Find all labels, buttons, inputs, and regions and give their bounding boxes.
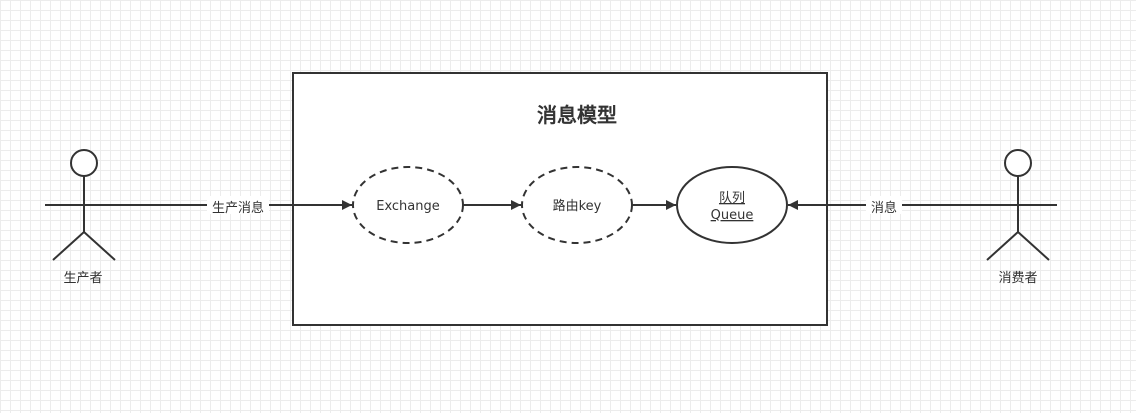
diagram-title: 消息模型 xyxy=(537,103,617,127)
edge-producer-label-bg xyxy=(207,196,269,214)
producer-actor[interactable] xyxy=(45,149,123,261)
producer-actor-right-leg xyxy=(83,231,116,261)
consumer-actor-right-leg xyxy=(1017,231,1050,261)
routing-key-label: 路由key xyxy=(553,198,602,214)
consumer-actor[interactable] xyxy=(979,149,1057,261)
producer-actor-head xyxy=(70,149,98,177)
consumer-actor-left-leg xyxy=(986,231,1019,261)
edge-producer-label: 生产消息 xyxy=(212,200,264,216)
exchange-label: Exchange xyxy=(376,199,440,214)
edge-consumer-label-bg xyxy=(866,196,902,214)
consumer-label: 消费者 xyxy=(998,271,1037,286)
consumer-actor-head xyxy=(1004,149,1032,177)
queue-label-line2: Queue xyxy=(711,208,754,223)
producer-label: 生产者 xyxy=(63,271,102,286)
queue-node[interactable] xyxy=(676,166,788,244)
producer-actor-left-leg xyxy=(52,231,85,261)
queue-label-line1: 队列 xyxy=(719,191,745,206)
edge-consumer-label: 消息 xyxy=(871,200,897,216)
